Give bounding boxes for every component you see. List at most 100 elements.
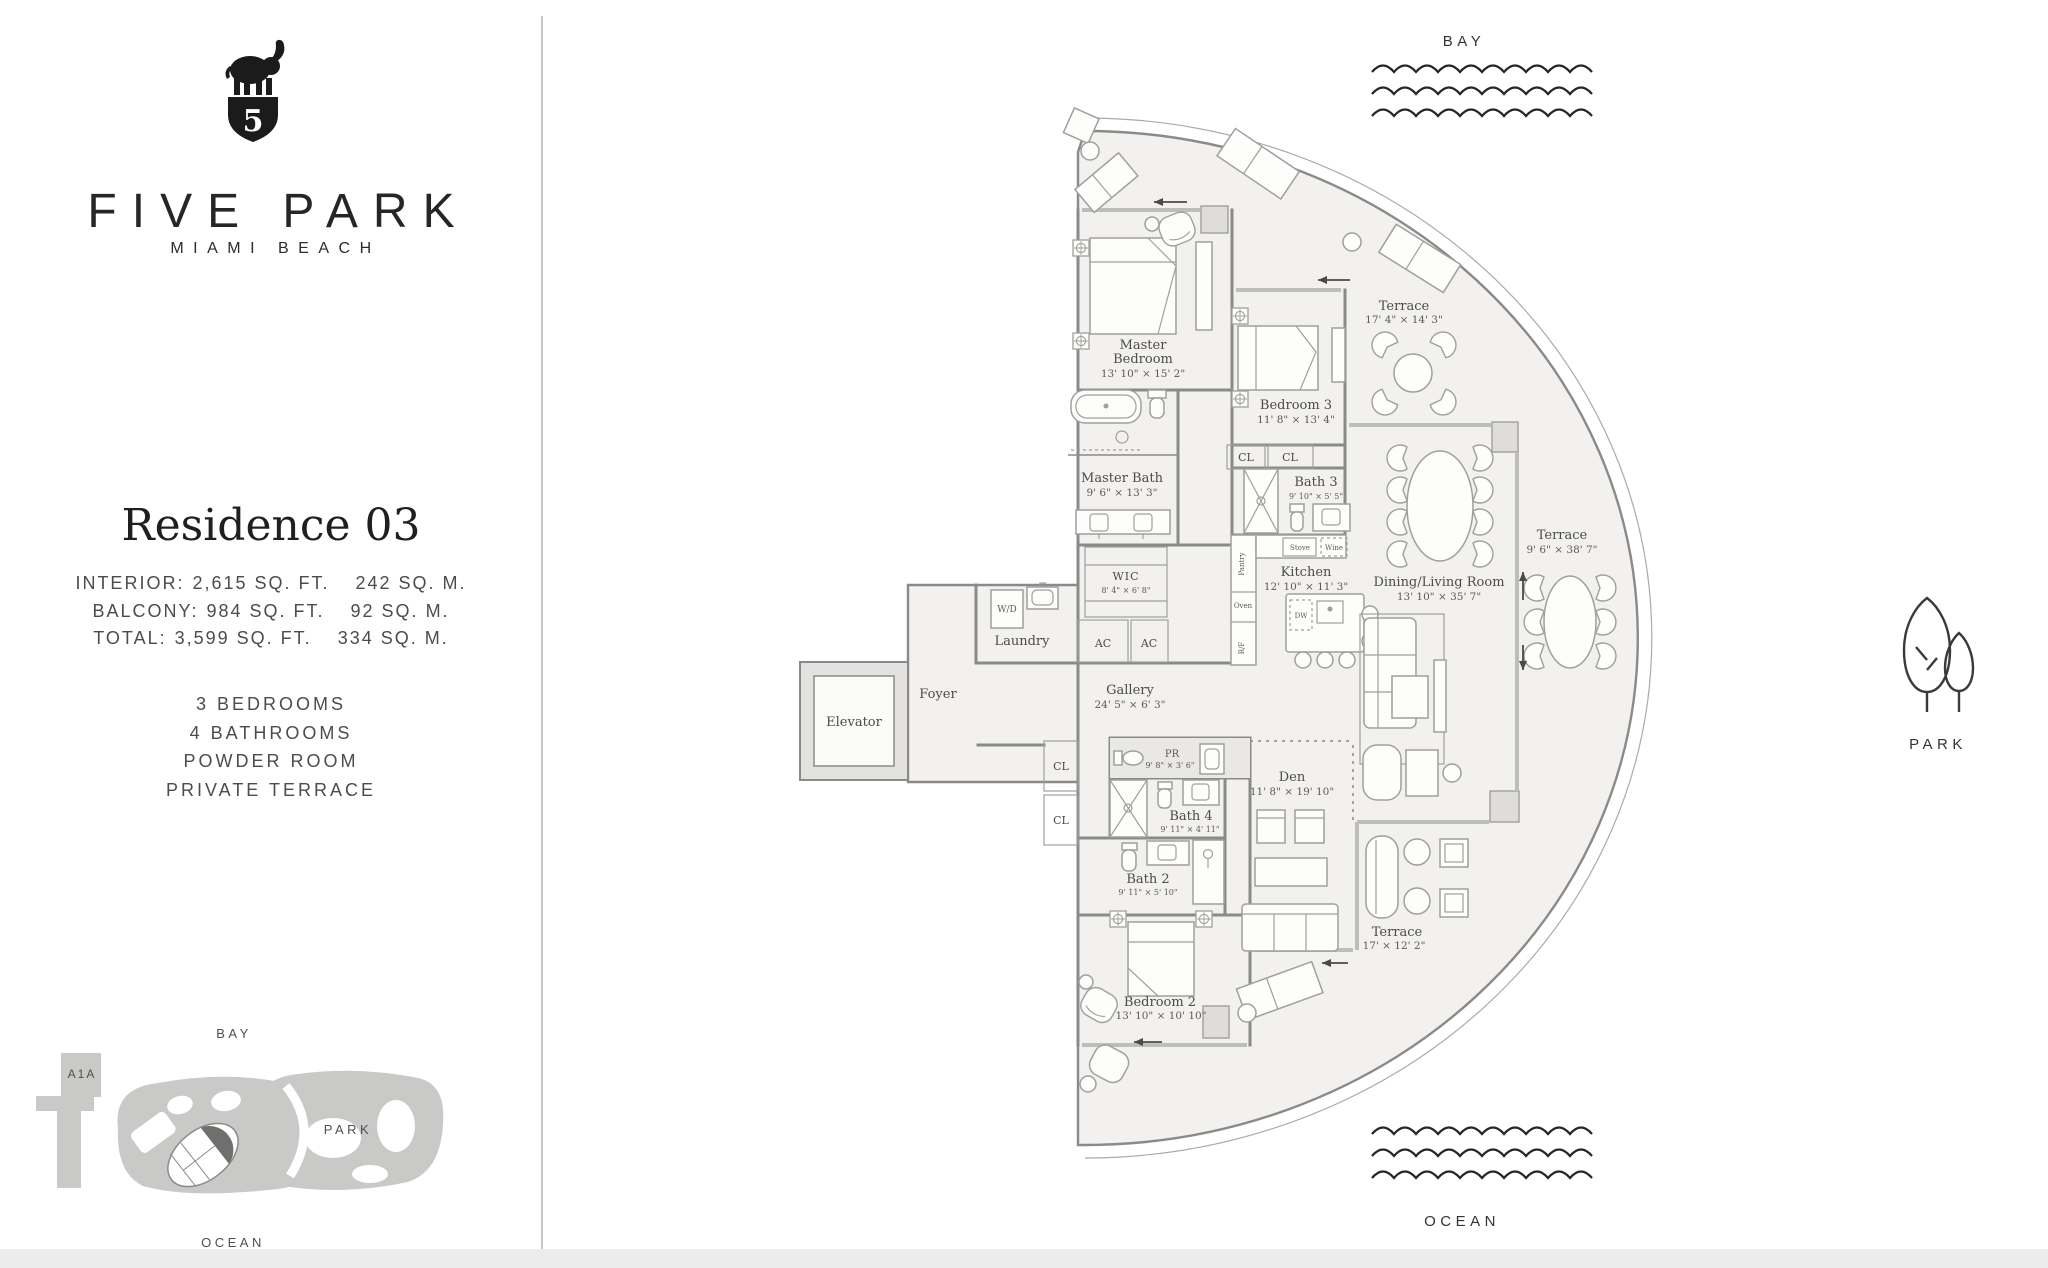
bay-waves-icon [1371,64,1593,118]
bath2-fixtures [1121,839,1225,905]
terrace-south-set [1079,835,1469,1093]
ocean-label: OCEAN [1424,1213,1500,1230]
minimap-park-label: PARK [324,1122,372,1137]
pillar [1200,205,1229,234]
terrace-east-dims: 9' 6" × 38' 7" [1527,544,1598,556]
wd-label: W/D [997,605,1017,615]
master-bedroom-dims: 13' 10" × 15' 2" [1101,368,1185,380]
minimap-ocean-label: OCEAN [201,1235,265,1250]
den-furniture [1241,809,1339,952]
master-bedroom-label: Master [1120,338,1168,353]
bath2-dims: 9' 11" × 5' 10" [1118,888,1177,897]
park-context: PARK [1902,596,1975,753]
logo-monogram: 5 [243,104,264,139]
north-terrace-furniture [1062,106,1462,294]
bedroom2-label: Bedroom 2 [1124,995,1196,1010]
ocean-context: OCEAN [1371,1126,1593,1230]
pillars [1200,205,1520,1039]
pillar [1491,421,1519,453]
left-panel: 5 FIVE PARK MIAMI BEACH Residence 03 INT… [0,0,542,1268]
spec-interior: INTERIOR: 2,615 SQ. FT. 242 SQ. M. [0,570,542,598]
bay-label: BAY [1443,33,1485,50]
nightstand-icon [1195,910,1213,928]
spec-balcony: BALCONY: 984 SQ. FT. 92 SQ. M. [0,598,542,626]
dining-living-label: Dining/Living Room [1373,575,1504,590]
terrace-east-label: Terrace [1537,528,1588,543]
spec-total: TOTAL: 3,599 SQ. FT. 334 SQ. M. [0,625,542,653]
rf-label: R/F [1238,642,1246,655]
bath3-label: Bath 3 [1294,475,1337,490]
shield-icon: 5 [228,97,278,142]
brand-title: FIVE PARK [87,185,470,238]
minimap-unit-highlight [200,1126,234,1164]
pr-label: PR [1165,749,1180,760]
nightstand-icon [1109,910,1127,928]
master-bath-label: Master Bath [1081,471,1164,486]
bedroom3-label: Bedroom 3 [1260,398,1332,413]
bath4-dims: 9' 11" × 4' 11" [1160,825,1219,834]
bath3-fixtures [1243,468,1351,534]
laundry-fixtures [990,582,1059,629]
dw-label: DW [1295,612,1309,620]
laundry-label: Laundry [994,634,1050,649]
entry-arrows [1134,198,1527,1046]
balcony-outer-edge [1084,117,1653,1159]
den-label: Den [1279,770,1306,785]
panel-divider [541,16,543,1256]
elephant-icon [225,39,285,95]
wic-label: WIC [1112,570,1139,583]
spec-label: BALCONY: [92,600,199,621]
cl-label: CL [1053,814,1069,827]
brand-subtitle: MIAMI BEACH [170,240,381,257]
spec-metric: 92 SQ. M. [350,600,450,621]
bath4-fixtures [1109,779,1220,838]
residence-features: 3 BEDROOMS 4 BATHROOMS POWDER ROOM PRIVA… [0,690,542,804]
master-bath-dims: 9' 6" × 13' 3" [1087,487,1158,499]
master-bath-fixtures [1070,389,1171,539]
terrace-east-set [1523,574,1617,670]
minimap-road-a1a [36,1053,101,1188]
terrace-south-label: Terrace [1372,925,1423,940]
gallery-dims: 24' 5" × 6' 3" [1095,699,1166,711]
nightstand-icon [1231,307,1249,325]
pillar [1489,790,1520,823]
location-minimap: BAY A1A [36,1026,444,1250]
feature-powder-room: POWDER ROOM [183,751,359,771]
powder-room [1110,738,1250,778]
kitchen-dims: 12' 10" × 11' 3" [1264,581,1348,593]
cl-label: CL [1282,451,1298,464]
minimap-a1a-label: A1A [68,1067,97,1081]
bath2-label: Bath 2 [1126,872,1169,887]
park-label: PARK [1909,736,1967,753]
kitchen-fixtures [1230,534,1379,669]
gallery-label: Gallery [1106,683,1154,698]
nightstand-icon [1231,390,1249,408]
kitchen-label: Kitchen [1281,565,1332,580]
bay-context: BAY [1371,33,1593,118]
ac-label: AC [1094,637,1111,650]
ocean-waves-icon [1371,1126,1593,1180]
bath4-label: Bath 4 [1169,809,1212,824]
ac-label: AC [1140,637,1157,650]
room-labels: Master Bedroom 13' 10" × 15' 2" Master B… [919,299,1597,1022]
hall-closets [1043,740,1079,846]
dining-living-dims: 13' 10" × 35' 7" [1397,591,1481,603]
master-bedroom-furniture [1072,208,1213,350]
terrace-top-label: Terrace [1379,299,1430,314]
wine-label: Wine [1325,544,1343,552]
spec-imperial: 984 SQ. FT. [206,600,325,621]
minimap-park-blob [262,1070,444,1191]
feature-private-terrace: PRIVATE TERRACE [165,779,377,800]
wic-dims: 8' 4" × 6' 8" [1102,586,1151,595]
feature-bedrooms: 3 BEDROOMS [195,694,347,714]
residence-title: Residence 03 [121,500,421,551]
cl-label: CL [1053,760,1069,773]
residence-specs: INTERIOR: 2,615 SQ. FT. 242 SQ. M. BALCO… [0,570,542,653]
nightstand-icon [1072,332,1090,350]
wic-closet [1084,546,1168,618]
five-park-logo: 5 [225,39,285,142]
dining-set [1386,444,1494,568]
elevator-label: Elevator [826,715,882,730]
bedroom3-furniture [1231,307,1346,408]
